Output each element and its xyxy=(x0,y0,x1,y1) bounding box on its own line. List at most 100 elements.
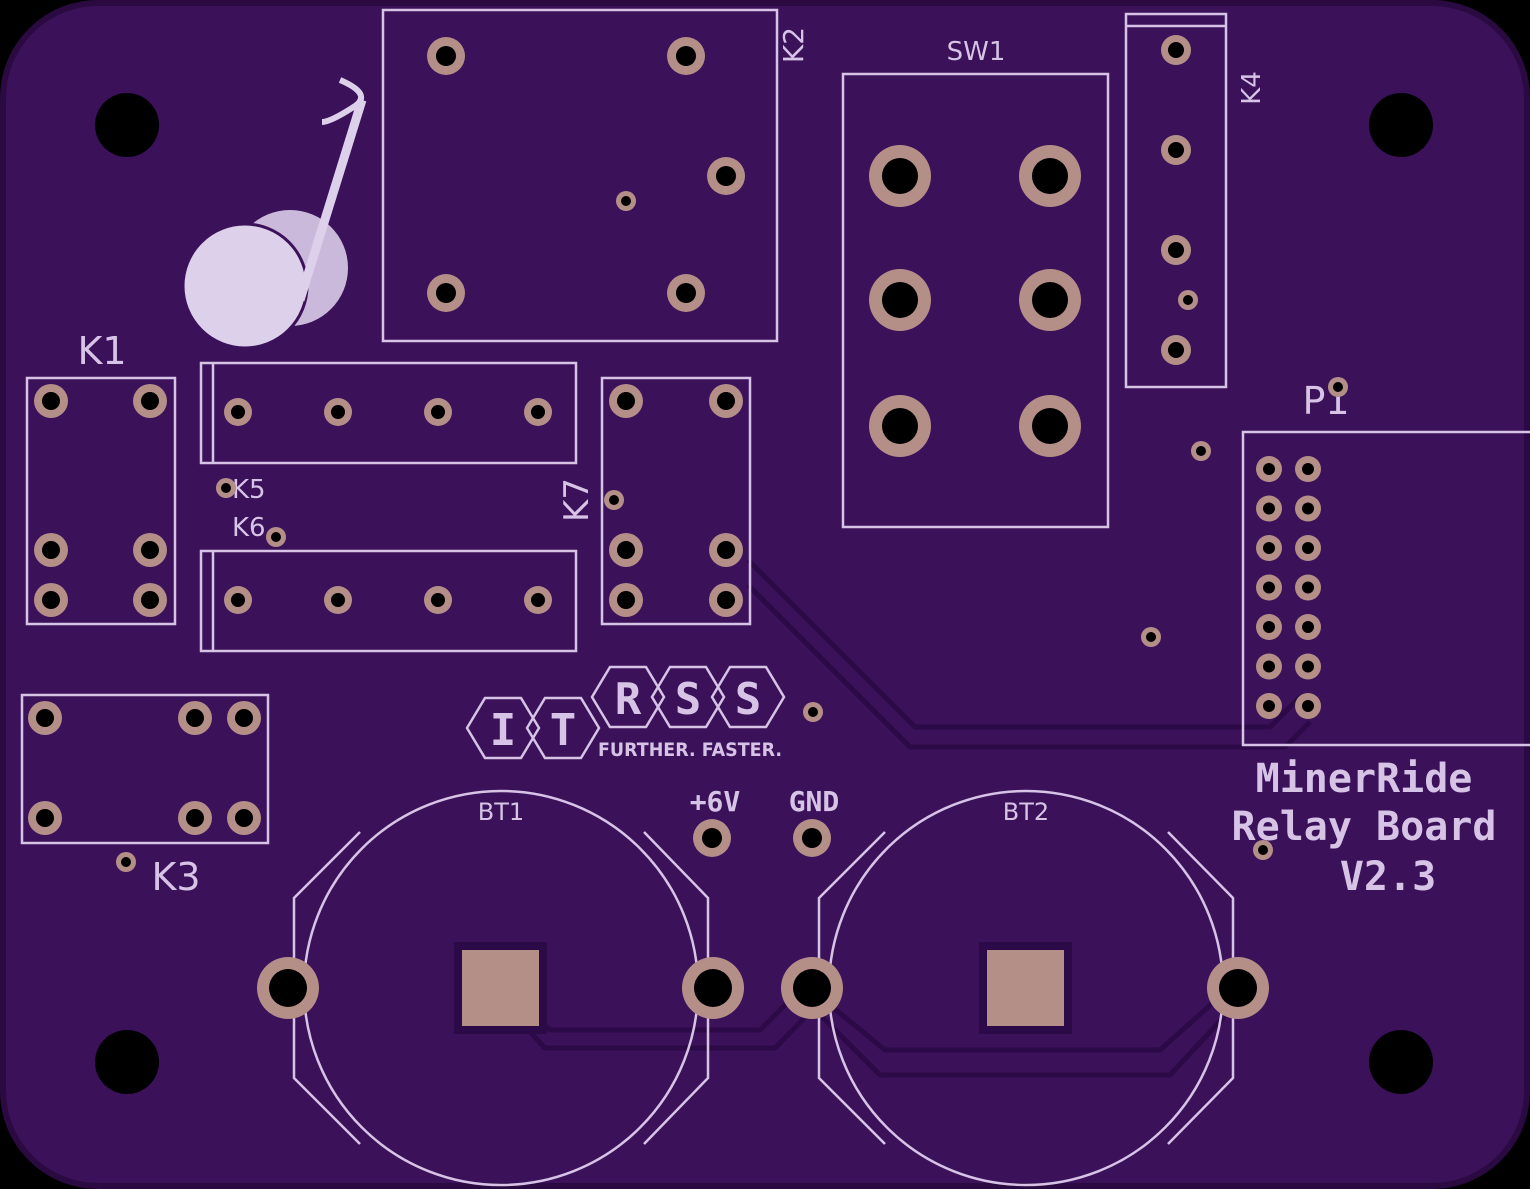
drill-hole xyxy=(436,283,456,303)
drill-hole xyxy=(431,593,445,607)
drill-hole xyxy=(271,532,281,542)
trace-k7-p1-b xyxy=(746,583,1312,750)
k6-label: K6 xyxy=(232,513,266,543)
drill-hole xyxy=(1302,581,1314,594)
drill-hole xyxy=(1302,542,1314,554)
bt1-label: BT1 xyxy=(478,798,524,826)
drill-hole xyxy=(1032,158,1068,194)
drill-hole xyxy=(1263,621,1275,633)
k3-label: K3 xyxy=(151,855,200,899)
k2-label: K2 xyxy=(777,27,810,63)
drill-hole xyxy=(1032,408,1068,444)
drill-hole xyxy=(621,196,631,206)
drill-hole xyxy=(694,969,732,1007)
rss-hexagon-logo-icon: I T R S S FURTHER. FASTER. xyxy=(465,665,786,761)
sw1-label: SW1 xyxy=(947,37,1006,67)
drill-hole xyxy=(42,541,60,559)
k5-label: K5 xyxy=(232,475,266,505)
drill-hole xyxy=(141,392,159,410)
drill-hole xyxy=(617,392,635,410)
drill-hole xyxy=(1263,502,1275,515)
title-line-3: V2.3 xyxy=(1340,854,1436,900)
bt2-label: BT2 xyxy=(1003,798,1049,826)
trace-bt2-b xyxy=(818,1003,1237,1078)
drill-hole xyxy=(186,809,204,827)
drill-hole xyxy=(1146,632,1156,642)
drill-hole xyxy=(716,166,736,186)
mounting-hole xyxy=(1369,1030,1433,1094)
drill-hole xyxy=(1168,42,1184,58)
drill-hole xyxy=(36,809,54,827)
title-line-1: MinerRide xyxy=(1256,756,1473,802)
drill-hole xyxy=(269,969,307,1007)
drill-hole xyxy=(1183,295,1193,305)
drill-hole xyxy=(882,158,918,194)
mounting-hole xyxy=(95,1030,159,1094)
k4-label: K4 xyxy=(1237,71,1267,105)
mounting-hole xyxy=(95,93,159,157)
gnd-label: GND xyxy=(789,785,840,818)
trace-k7-p1-a xyxy=(746,558,1302,730)
logo-letter-s1: S xyxy=(675,674,702,725)
drill-hole xyxy=(1032,282,1068,318)
relay-k3: K3 xyxy=(20,693,270,899)
trace-bt2-a xyxy=(828,990,1227,1053)
drill-hole xyxy=(431,405,445,419)
logo-letter-r: R xyxy=(615,674,642,725)
k7-label: K7 xyxy=(557,478,597,522)
drill-hole xyxy=(676,283,696,303)
switch-sw1: SW1 xyxy=(841,37,1110,529)
relay-k7: K7 xyxy=(557,376,752,626)
drill-hole xyxy=(235,809,253,827)
drill-hole xyxy=(36,709,54,727)
battery-contact-pad xyxy=(454,942,547,1034)
drill-hole xyxy=(231,405,245,419)
drill-hole xyxy=(609,495,619,505)
drill-hole xyxy=(793,969,831,1007)
logo-tagline: FURTHER. FASTER. xyxy=(598,739,782,761)
relay-k2: K2 xyxy=(381,8,810,343)
drill-hole xyxy=(1168,142,1184,158)
logo-letter-t: T xyxy=(550,705,577,756)
drill-hole xyxy=(676,46,696,66)
drill-hole xyxy=(221,483,231,493)
drill-hole xyxy=(331,405,345,419)
drill-hole xyxy=(42,392,60,410)
drill-hole xyxy=(717,392,735,410)
k1-label: K1 xyxy=(77,329,126,373)
drill-hole xyxy=(617,541,635,559)
drill-hole xyxy=(702,828,722,848)
drill-hole xyxy=(1263,581,1275,594)
drill-hole xyxy=(1196,446,1206,456)
relay-k5: K5 xyxy=(199,361,578,505)
drill-hole xyxy=(121,857,131,867)
drill-hole xyxy=(531,593,545,607)
drill-hole xyxy=(717,541,735,559)
drill-hole xyxy=(1168,242,1184,258)
drill-hole xyxy=(235,709,253,727)
drill-hole xyxy=(882,282,918,318)
drill-hole xyxy=(802,828,822,848)
drill-hole xyxy=(531,405,545,419)
drill-hole xyxy=(1263,542,1275,554)
drill-hole xyxy=(1302,621,1314,633)
drill-hole xyxy=(1302,463,1314,475)
drill-hole xyxy=(1263,660,1275,673)
drill-hole xyxy=(1168,342,1184,358)
drill-hole xyxy=(617,591,635,609)
logo-letter-s2: S xyxy=(735,674,762,725)
connector-k4: K4 xyxy=(1124,12,1267,389)
logo-letter-i: I xyxy=(490,705,517,756)
plus6v-label: +6V xyxy=(690,785,741,818)
drill-hole xyxy=(1333,382,1343,392)
drill-hole xyxy=(1219,969,1257,1007)
drill-hole xyxy=(882,408,918,444)
drill-hole xyxy=(1302,700,1314,712)
drill-hole xyxy=(42,591,60,609)
drill-hole xyxy=(141,541,159,559)
drill-hole xyxy=(1258,845,1268,855)
battery-contact-pad xyxy=(979,942,1072,1034)
pads-layer xyxy=(28,35,1348,1034)
drill-hole xyxy=(717,591,735,609)
